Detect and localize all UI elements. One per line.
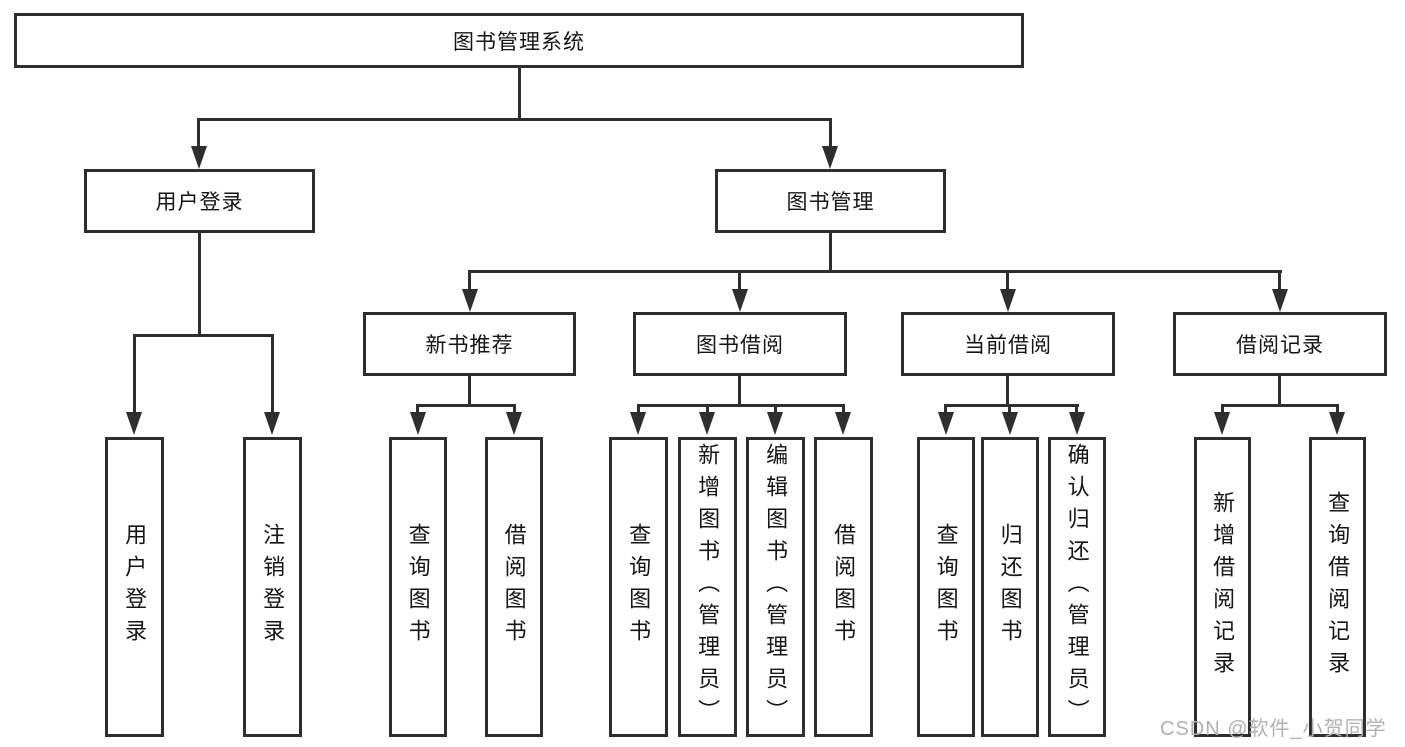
arrowhead-book-management bbox=[822, 146, 838, 169]
connector-new-book-stem bbox=[468, 376, 471, 407]
connector-book-borrow-branch bbox=[637, 404, 845, 407]
connector-new-book-branch bbox=[416, 404, 516, 407]
node-library-management-system: 图书管理系统 bbox=[14, 13, 1024, 68]
leaf-label: 借阅图书 bbox=[501, 523, 527, 651]
connector-level3-branch bbox=[468, 270, 1282, 273]
connector-drop-leaf bbox=[1336, 404, 1339, 416]
leaf-user-login: 用户登录 bbox=[105, 437, 164, 737]
connector-drop-leaf bbox=[513, 404, 516, 416]
leaf-query-books-recommend: 查询图书 bbox=[389, 437, 447, 737]
arrowhead-leaf bbox=[264, 412, 280, 435]
leaf-logout: 注销登录 bbox=[243, 437, 302, 737]
leaf-label: 查询图书 bbox=[405, 523, 431, 651]
arrowhead-leaf bbox=[699, 412, 715, 435]
connector-borrow-records-branch bbox=[1221, 404, 1339, 407]
leaf-edit-book-admin: 编辑图书（管理员） bbox=[746, 437, 805, 737]
connector-drop-leaf bbox=[416, 404, 419, 416]
leaf-label: 借阅图书 bbox=[831, 523, 857, 651]
node-label: 图书借阅 bbox=[696, 334, 784, 357]
connector-drop-book-management bbox=[829, 118, 832, 150]
connector-book-borrow-stem bbox=[738, 376, 741, 407]
connector-drop-leaf bbox=[1221, 404, 1224, 416]
connector-book-management-stem bbox=[829, 233, 832, 273]
connector-borrow-records-stem bbox=[1278, 376, 1281, 407]
connector-drop-level3 bbox=[468, 270, 471, 292]
leaf-query-books-borrowing: 查询图书 bbox=[609, 437, 668, 737]
leaf-label: 查询图书 bbox=[933, 523, 959, 651]
leaf-label: 查询借阅记录 bbox=[1325, 491, 1351, 683]
node-label: 新书推荐 bbox=[425, 334, 514, 357]
arrowhead-leaf bbox=[630, 412, 646, 435]
connector-drop-leaf bbox=[774, 404, 777, 416]
leaf-label: 用户登录 bbox=[122, 523, 148, 651]
leaf-label: 注销登录 bbox=[260, 523, 286, 651]
arrowhead-leaf bbox=[1214, 412, 1230, 435]
arrowhead-new-book bbox=[462, 289, 478, 312]
arrowhead-borrow-records bbox=[1272, 289, 1288, 312]
leaf-label: 归还图书 bbox=[997, 523, 1023, 651]
leaf-add-book-admin: 新增图书（管理员） bbox=[678, 437, 737, 737]
leaf-query-books-current: 查询图书 bbox=[917, 437, 975, 737]
connector-drop-user-login bbox=[197, 118, 200, 150]
arrowhead-leaf bbox=[126, 412, 142, 435]
leaf-add-borrow-record: 新增借阅记录 bbox=[1194, 437, 1251, 737]
arrowhead-leaf bbox=[938, 412, 954, 435]
connector-user-login-stem bbox=[198, 233, 201, 337]
leaf-return-books: 归还图书 bbox=[981, 437, 1039, 737]
leaf-query-borrow-record: 查询借阅记录 bbox=[1309, 437, 1366, 737]
node-user-login: 用户登录 bbox=[84, 169, 315, 233]
arrowhead-leaf bbox=[1069, 412, 1085, 435]
connector-root-stem bbox=[518, 68, 521, 119]
leaf-label: 新增借阅记录 bbox=[1210, 491, 1236, 683]
node-label: 用户登录 bbox=[155, 191, 244, 214]
arrowhead-leaf bbox=[1329, 412, 1345, 435]
arrowhead-user-login bbox=[191, 146, 207, 169]
connector-drop-leaf bbox=[1075, 404, 1078, 416]
arrowhead-leaf bbox=[410, 412, 426, 435]
connector-drop-level3 bbox=[1278, 270, 1281, 292]
connector-drop-leaf bbox=[944, 404, 947, 416]
arrowhead-leaf bbox=[1002, 412, 1018, 435]
node-current-borrowing: 当前借阅 bbox=[901, 312, 1115, 376]
connector-user-login-branch bbox=[133, 334, 274, 337]
arrowhead-leaf bbox=[767, 412, 783, 435]
arrowhead-book-borrow bbox=[732, 289, 748, 312]
node-label: 图书管理 bbox=[786, 191, 875, 214]
leaf-label: 确认归还（管理员） bbox=[1064, 443, 1090, 731]
node-book-management: 图书管理 bbox=[715, 169, 946, 233]
leaf-borrow-books-recommend: 借阅图书 bbox=[485, 437, 543, 737]
connector-drop-leaf bbox=[271, 334, 274, 413]
arrowhead-leaf bbox=[835, 412, 851, 435]
node-borrowing-records: 借阅记录 bbox=[1173, 312, 1387, 376]
arrowhead-leaf bbox=[506, 412, 522, 435]
connector-drop-leaf bbox=[1008, 404, 1011, 416]
leaf-label: 查询图书 bbox=[626, 523, 652, 651]
node-label: 图书管理系统 bbox=[453, 30, 585, 54]
connector-drop-leaf bbox=[133, 334, 136, 413]
csdn-watermark: CSDN @软件_小贺同学 bbox=[1160, 718, 1387, 740]
arrowhead-current-borrow bbox=[1000, 289, 1016, 312]
connector-current-borrow-branch bbox=[944, 404, 1079, 407]
connector-drop-level3 bbox=[738, 270, 741, 292]
node-book-borrowing: 图书借阅 bbox=[633, 312, 847, 376]
leaf-label: 新增图书（管理员） bbox=[695, 443, 721, 731]
leaf-borrow-books-borrowing: 借阅图书 bbox=[814, 437, 873, 737]
leaf-label: 编辑图书（管理员） bbox=[763, 443, 789, 731]
node-label: 当前借阅 bbox=[964, 334, 1052, 357]
connector-drop-level3 bbox=[1006, 270, 1009, 292]
node-label: 借阅记录 bbox=[1236, 334, 1324, 357]
connector-drop-leaf bbox=[706, 404, 709, 416]
leaf-confirm-return-admin: 确认归还（管理员） bbox=[1048, 437, 1106, 737]
connector-current-borrow-stem bbox=[1006, 376, 1009, 407]
connector-drop-leaf bbox=[637, 404, 640, 416]
connector-drop-leaf bbox=[842, 404, 845, 416]
node-new-book-recommendation: 新书推荐 bbox=[363, 312, 576, 376]
connector-level2-branch bbox=[197, 118, 832, 121]
